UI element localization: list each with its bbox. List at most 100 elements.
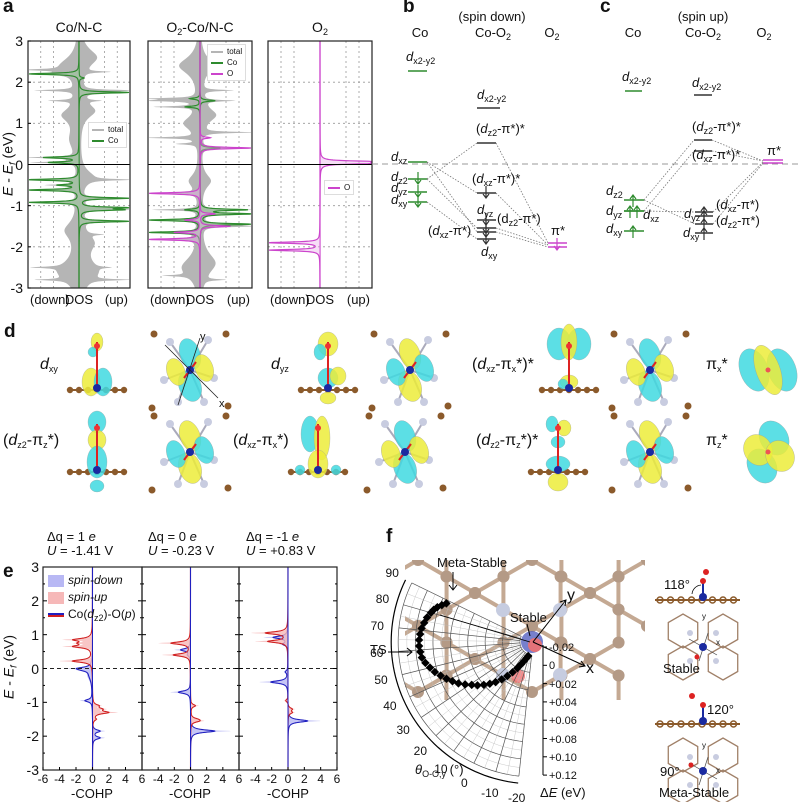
orbital-lobe-yellow [765,440,795,472]
theta-tick-label: 80 [375,591,390,606]
label-part: ( [692,147,697,162]
label-part: d [391,180,399,195]
nitrogen-atom [664,336,672,344]
legend-label: total [227,47,243,56]
polar-grid-radial [428,650,523,728]
x-tick-label: -6 [37,772,49,786]
nitrogen-atom [687,658,693,664]
panel-b-diagram [372,70,799,251]
y-tick-label: -1 [26,694,39,711]
label-part: yz [691,213,701,223]
orbital-lobe-yellow [743,434,773,466]
orbital-axis-y: y [200,331,206,343]
carbon-atom [437,412,445,420]
x-tick-label: -4 [54,772,65,786]
carbon-atom [608,486,616,494]
dos-plot-2 [147,40,253,289]
r-tick-label: +0.04 [549,696,577,709]
label-part: d [480,121,488,136]
c-head-coo2: Co-O2 [684,25,722,43]
polar-grid-radial [402,644,521,675]
orbital-lobe-cyan [294,464,306,476]
label-part: xz [247,440,257,450]
label-part: xz [727,204,737,214]
oxygen-atom [566,343,572,349]
orbital-lobe-cyan [386,358,406,386]
y-tick-label: 2 [31,592,39,609]
b-level-label: dxy [391,193,407,211]
carbon-atom [554,636,567,649]
label-part: ( [472,356,478,373]
data-point [473,681,482,690]
carbon-atom [440,636,453,649]
label-part: *) [277,432,289,449]
carbon-atom [440,538,452,550]
label-part: π* [767,143,782,158]
label-part: -π*)* [492,171,521,186]
orbital-lobe-cyan [313,343,327,361]
label-part: d [481,244,489,259]
carbon-atom [677,596,685,604]
nitrogen-atom [394,398,402,406]
carbon-atom [612,669,625,682]
theta-tick-label: 30 [396,722,410,737]
label-part: ( [472,171,477,186]
label-part: x2-y2 [699,82,722,92]
c-level-label: dx2-y2 [622,70,651,88]
panel-a-plots [27,40,373,289]
b-level-label: (dz2-π*) [497,212,541,230]
nitrogen-atom [166,338,174,346]
theta-tick-label: -10 [481,785,499,800]
carbon-atom [687,596,696,604]
cohp-plot-2 [141,566,240,771]
spin-down-arrow-icon [414,172,422,185]
carbon-atom [612,570,625,583]
nitrogen-atom [204,336,212,344]
spin-down-arrow-icon [482,232,490,245]
orbital-lobe-cyan [194,436,214,464]
carbon-atom [584,587,596,599]
spin-up-arrow-icon [633,205,641,218]
label-part: *) [47,432,60,449]
data-point [497,675,506,684]
spin-up-arrow-icon [700,227,708,240]
b-head-o2: O2 [544,25,560,43]
carbon-atom [666,596,675,604]
legend-label: Co [227,58,238,67]
nitrogen-atom [375,458,383,466]
hexagon-ring [667,769,699,802]
data-point [426,608,436,617]
label-part: d [481,432,491,449]
carbon-atom [439,484,447,492]
polar-grid-radial [507,654,531,775]
hexagon-ring [616,560,645,628]
x-axis-label: x [586,660,594,677]
polar-grid-radial [473,653,528,764]
label-part: d [271,356,280,373]
carbon-atom [224,402,232,410]
label-part: d [391,169,399,184]
correlation-line [426,161,478,194]
r-tick-label: -0.02 [549,642,575,654]
x-tick-label: -4 [249,772,261,786]
data-point [430,667,440,677]
carbon-atom [729,720,738,728]
cobalt-atom [186,448,194,456]
angle-arc [691,584,702,595]
label-part: -π [256,432,273,449]
carbon-atom [526,686,538,698]
carbon-atom [656,596,664,604]
label-part: d [238,432,248,449]
panel-f-polar [388,538,740,802]
label-part: d [606,203,614,218]
legend-entry: total [92,124,123,135]
correlation-line [426,161,478,233]
carbon-atom [719,596,727,604]
dos-title-3: O2 [312,20,328,39]
legend-entry: Co [92,135,123,146]
y-axis-line [177,337,201,406]
label-part: z2 [17,440,27,450]
